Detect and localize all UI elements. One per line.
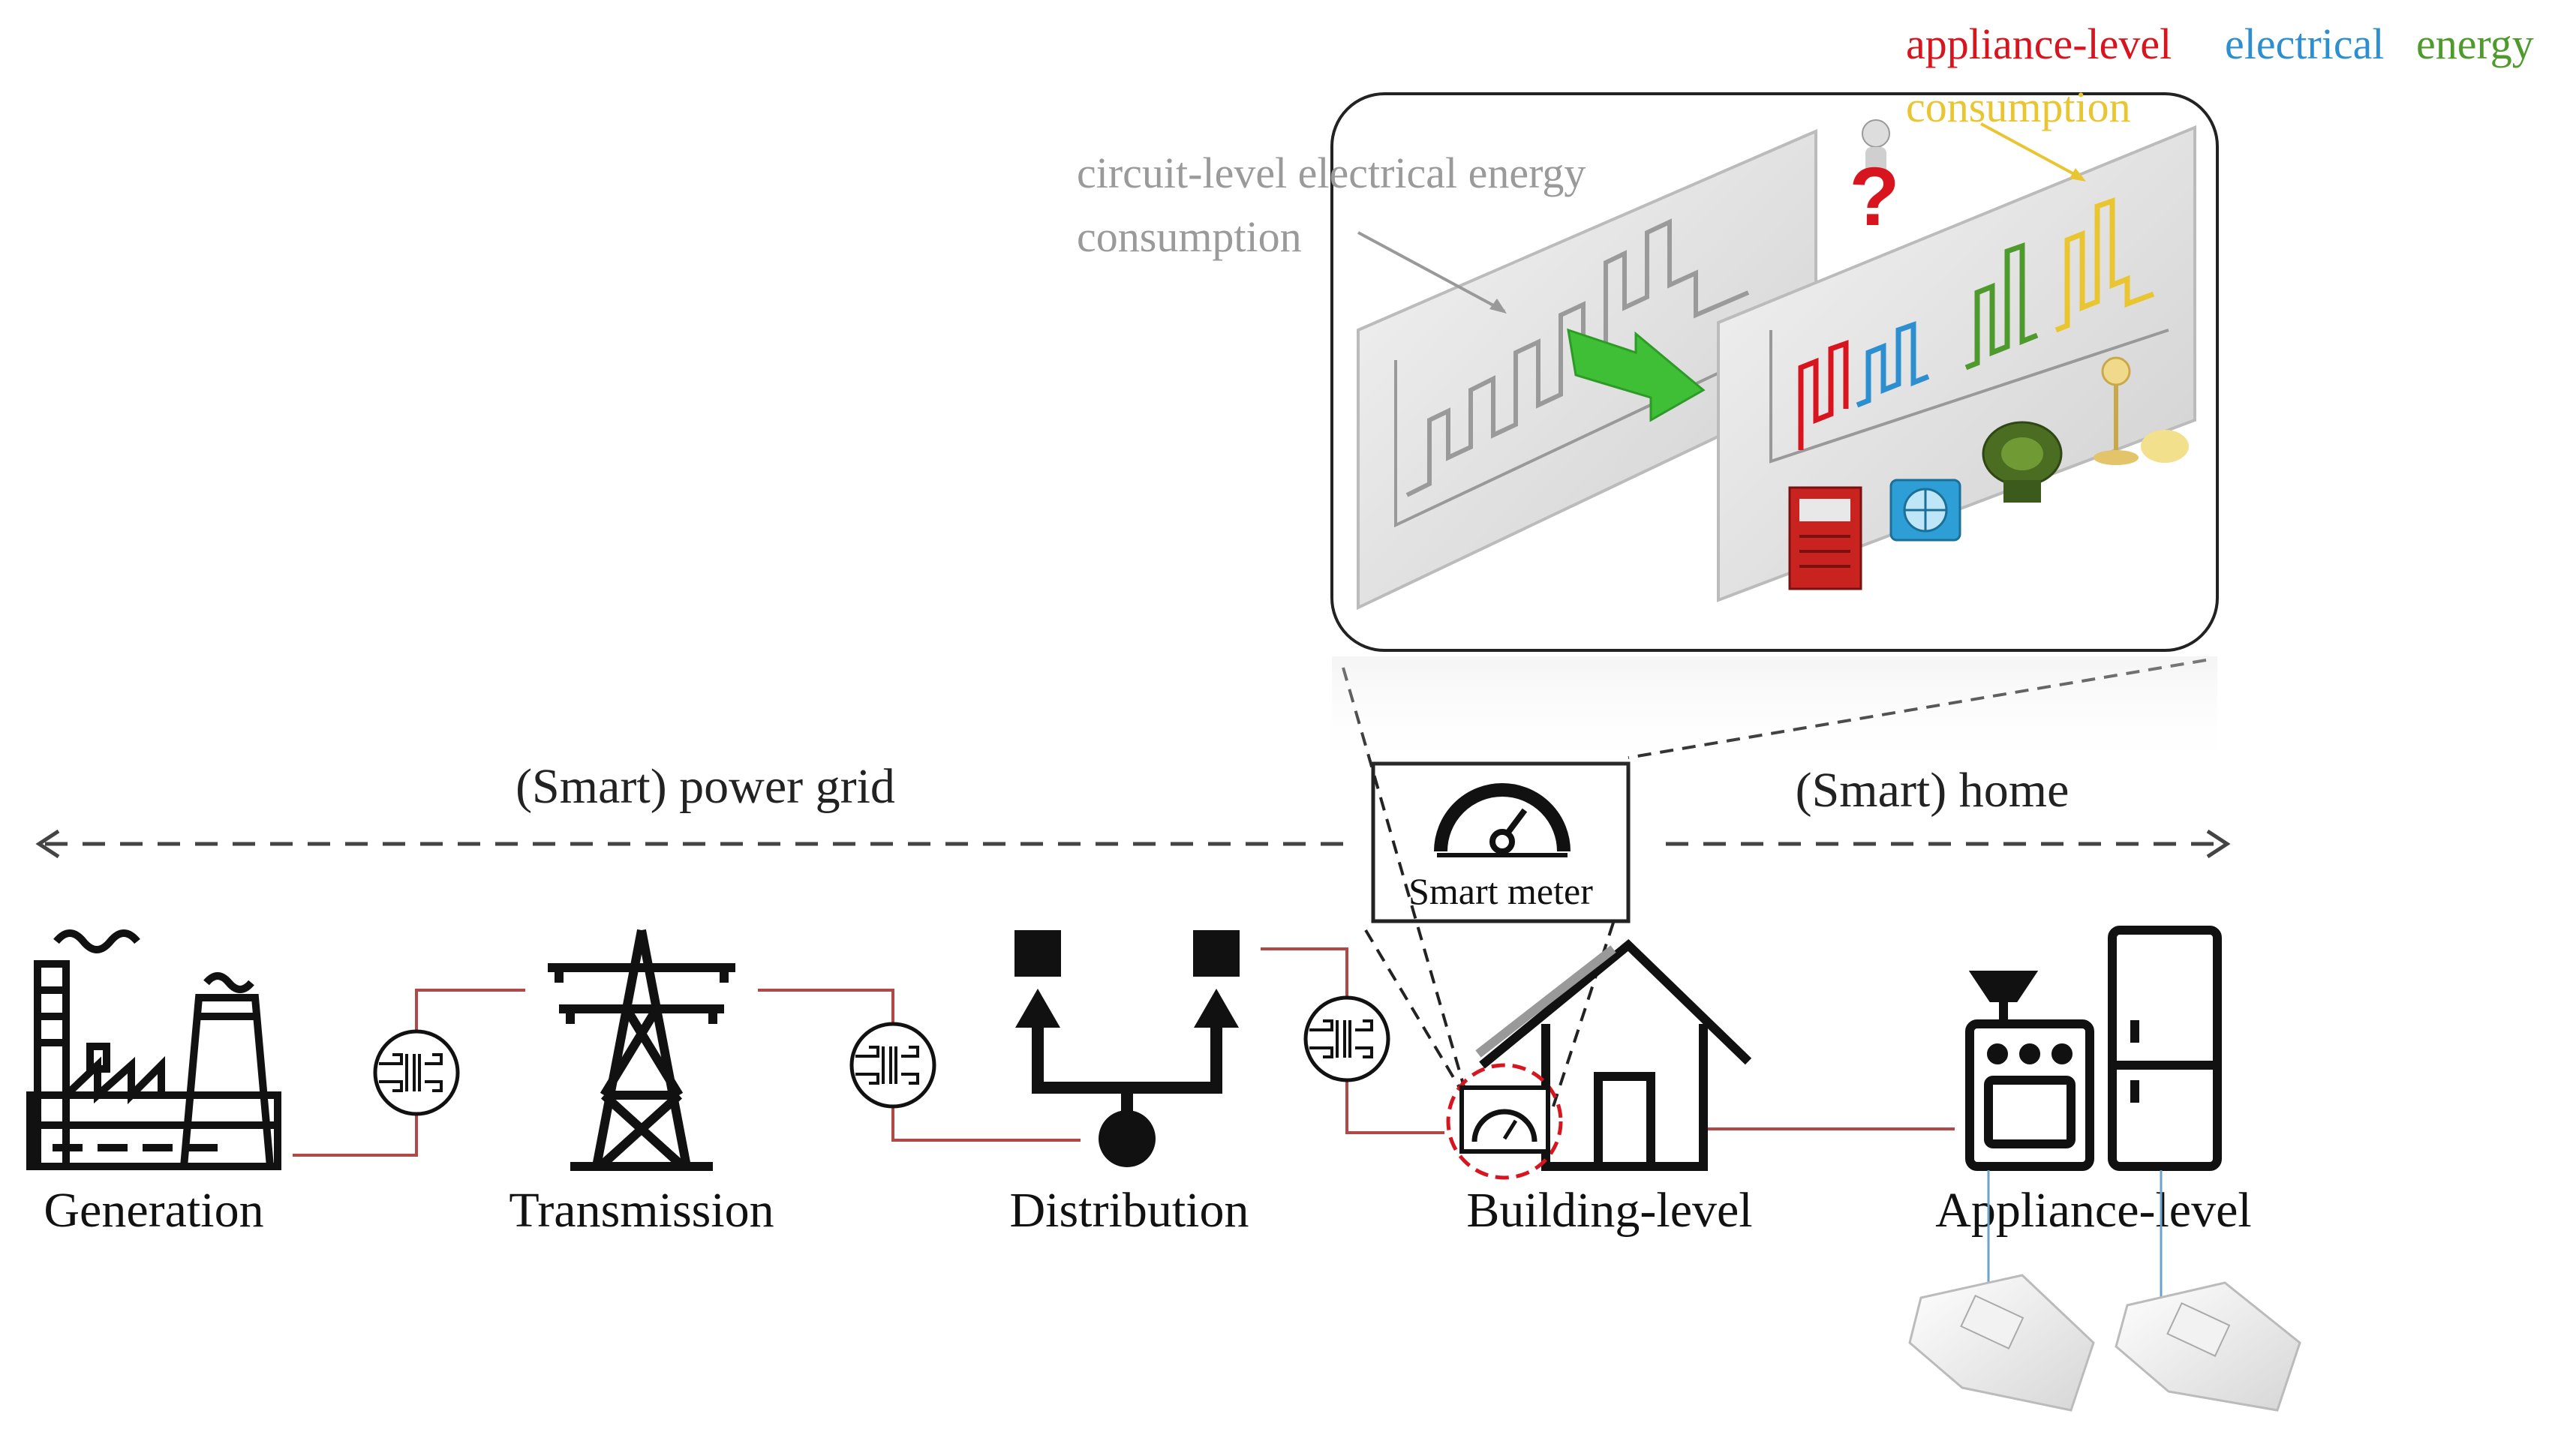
smart-meter-box: Smart meter [1371, 761, 1631, 923]
appliance-level-panel [1717, 125, 2196, 602]
stage-label-distribution: Distribution [1009, 1183, 1249, 1238]
heater-icon [1788, 486, 1862, 590]
appliance-level-annotation: appliance-level [1906, 20, 2172, 68]
home-meter-icon [1446, 1063, 1563, 1180]
electrical-annotation: electrical [2225, 20, 2385, 68]
transform-arrow-icon [1567, 328, 1706, 422]
grid-span-arrow [35, 829, 1343, 859]
lamp-icon [2094, 356, 2189, 465]
meter-mast [1475, 945, 1616, 1058]
smart-plug-device [1908, 1170, 2095, 1412]
transformer-icon [373, 1029, 460, 1116]
smart-meter-label: Smart meter [1408, 870, 1593, 912]
distribution-icon [1014, 930, 1240, 1167]
consumption-annotation-arrow [1980, 122, 2083, 180]
section-label-grid: (Smart) power grid [516, 759, 895, 814]
disaggregation-inset: ? [1330, 92, 2219, 773]
power-plant-icon [26, 929, 281, 1170]
motor-icon [1982, 421, 2063, 503]
gauge-icon [1434, 783, 1571, 857]
stage-label-generation: Generation [44, 1183, 263, 1238]
circuit-level-annotation-line1: circuit-level electrical energy [1077, 149, 1586, 197]
fridge-icon [2108, 926, 2222, 1171]
stove-icon [1965, 971, 2094, 1171]
home-span-arrow [1666, 829, 2231, 859]
stage-label-transmission: Transmission [509, 1183, 774, 1238]
energy-annotation: energy [2416, 20, 2534, 68]
stage-label-building: Building-level [1466, 1183, 1752, 1238]
circuit-annotation-arrow [1357, 231, 1505, 313]
transformer-icon [1303, 995, 1390, 1082]
consumption-annotation: consumption [1906, 83, 2131, 131]
svg-text:?: ? [1849, 151, 1899, 243]
transmission-tower-icon [548, 929, 735, 1171]
circuit-level-annotation-line2: consumption [1077, 212, 1302, 261]
fan-icon [1889, 479, 1961, 542]
stage-label-appliance: Appliance-level [1935, 1183, 2251, 1238]
question-person-icon: ? [1849, 119, 1900, 243]
transformer-icon [849, 1022, 936, 1109]
smart-plug-device [2115, 1170, 2301, 1412]
